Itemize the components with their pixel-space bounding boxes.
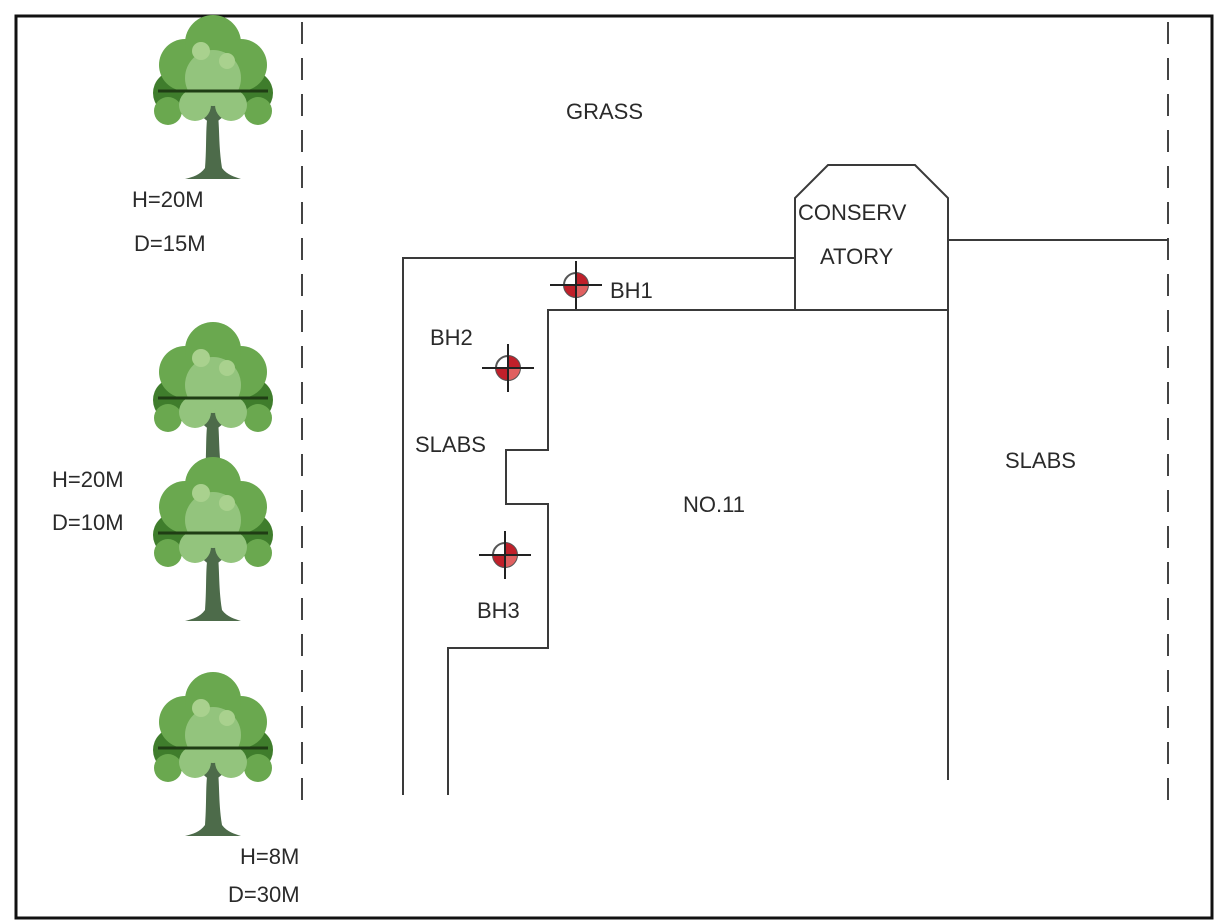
- tree-3-distance: D=30M: [228, 882, 300, 907]
- tree-2: H=20M D=10M: [52, 322, 273, 621]
- borehole-bh3-label: BH3: [477, 598, 520, 623]
- conservatory-label-line1: CONSERV: [798, 200, 907, 225]
- tree-3-icon: [153, 672, 273, 836]
- tree-2b-icon: [153, 457, 273, 621]
- house-outline: [447, 309, 949, 795]
- conservatory-outline: [794, 164, 949, 310]
- borehole-bh1-label: BH1: [610, 278, 653, 303]
- borehole-bh2-label: BH2: [430, 325, 473, 350]
- tree-3: H=8M D=30M: [153, 672, 300, 907]
- borehole-bh3-icon: [478, 530, 532, 580]
- borehole-bh1-icon: [549, 260, 603, 310]
- borehole-bh2: BH2: [430, 325, 535, 393]
- conservatory-label-line2: ATORY: [820, 244, 894, 269]
- grass-label: GRASS: [566, 99, 643, 124]
- tree-1-height: H=20M: [132, 187, 204, 212]
- tree-3-height: H=8M: [240, 844, 299, 869]
- tree-1: H=20M D=15M: [132, 15, 273, 256]
- slabs-left-label: SLABS: [415, 432, 486, 457]
- tree-2-height: H=20M: [52, 467, 124, 492]
- drawing-frame: [14, 14, 1214, 920]
- tree-2-distance: D=10M: [52, 510, 124, 535]
- tree-1-distance: D=15M: [134, 231, 206, 256]
- building-label: NO.11: [683, 492, 745, 517]
- tree-1-icon: [153, 15, 273, 179]
- borehole-bh3: BH3: [477, 530, 532, 623]
- borehole-bh2-icon: [481, 343, 535, 393]
- slab-outline: [402, 257, 795, 795]
- borehole-bh1: BH1: [549, 260, 653, 310]
- slabs-right-label: SLABS: [1005, 448, 1076, 473]
